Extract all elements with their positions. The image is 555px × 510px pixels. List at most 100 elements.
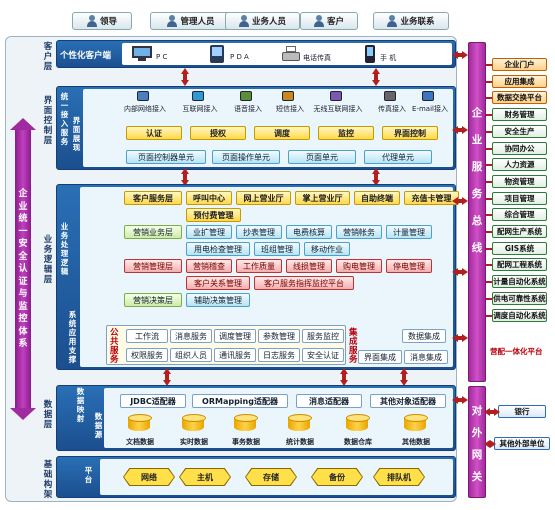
adapter-jdbc[interactable]: JDBC适配器 — [120, 394, 186, 408]
monitor-icon[interactable] — [132, 46, 152, 62]
logic-extra-item[interactable]: 客户关系管理 — [186, 276, 250, 290]
control-dispatch[interactable]: 调度 — [254, 126, 310, 140]
right-system-item[interactable]: 项目管理 — [492, 191, 547, 205]
right-system-item[interactable]: 人力资源 — [492, 158, 547, 172]
logic-layer-0[interactable]: 客户服务层 — [124, 191, 182, 205]
public-service-item[interactable]: 安全认证 — [302, 348, 344, 362]
logic-item[interactable]: 电费核算 — [286, 225, 332, 239]
external-bank[interactable]: 银行 — [498, 405, 546, 418]
external-other-unit[interactable]: 其他外部单位 — [494, 437, 550, 450]
public-service-item[interactable]: 消息服务 — [170, 329, 212, 343]
right-system-item[interactable]: 计量自动化系统 — [492, 275, 547, 289]
right-system-item[interactable]: 应用集成 — [492, 74, 547, 88]
infra-item[interactable]: 主机 — [180, 469, 230, 485]
unit-page-controller[interactable]: 页面控制器单元 — [126, 150, 206, 164]
infra-item[interactable]: 排队机 — [374, 469, 424, 485]
public-service-item[interactable]: 工作流 — [126, 329, 168, 343]
logic-item[interactable]: 充值卡管理 — [404, 191, 459, 205]
right-system-item[interactable]: 财务管理 — [492, 108, 547, 122]
arrow-data-bus — [452, 396, 468, 404]
role-leader[interactable]: 领导 — [72, 12, 132, 30]
logic-layer-1[interactable]: 营销业务层 — [124, 225, 182, 239]
channel-icon[interactable] — [192, 91, 204, 101]
right-system-item[interactable]: 企业门户 — [492, 58, 547, 71]
logic-item[interactable]: 自助终端 — [354, 191, 400, 205]
phone-icon[interactable] — [365, 45, 375, 63]
fax-icon[interactable] — [282, 46, 300, 62]
role-manager[interactable]: 管理人员 — [150, 12, 232, 30]
role-staff[interactable]: 业务人员 — [225, 12, 300, 30]
adapter-other[interactable]: 其他对象适配器 — [370, 394, 446, 408]
right-connector — [486, 297, 492, 300]
infra-item[interactable]: 存储 — [246, 469, 296, 485]
logic-extra-item[interactable]: 预付费管理 — [186, 208, 241, 222]
logic-item[interactable]: 计量管理 — [386, 225, 432, 239]
logic-item[interactable]: 停电管理 — [386, 259, 432, 273]
public-service-item[interactable]: 参数管理 — [258, 329, 300, 343]
public-service-item[interactable]: 组织人员 — [170, 348, 212, 362]
channel-icon[interactable] — [422, 91, 434, 101]
unit-proxy[interactable]: 代理单元 — [364, 150, 432, 164]
control-monitor[interactable]: 监控 — [318, 126, 374, 140]
logic-extra-item[interactable]: 客户服务指挥监控平台 — [254, 276, 354, 290]
integration-data[interactable]: 数据集成 — [402, 329, 446, 343]
unit-page[interactable]: 页面单元 — [288, 150, 356, 164]
logic-item[interactable]: 业扩管理 — [186, 225, 232, 239]
logic-item[interactable]: 购电管理 — [336, 259, 382, 273]
infra-item[interactable]: 备份 — [312, 469, 362, 485]
public-service-item[interactable]: 服务监控 — [302, 329, 344, 343]
logic-item[interactable]: 营销稽查 — [186, 259, 232, 273]
right-system-item[interactable]: GIS系统 — [492, 241, 547, 255]
logic-item[interactable]: 线损管理 — [286, 259, 332, 273]
control-authorize[interactable]: 授权 — [190, 126, 246, 140]
logic-item[interactable]: 掌上营业厅 — [295, 191, 350, 205]
role-customer[interactable]: 客户 — [300, 12, 358, 30]
logic-extra-item[interactable]: 用电检查管理 — [186, 242, 250, 256]
infra-side: 平台 — [84, 466, 93, 484]
public-service-item[interactable]: 调度管理 — [214, 329, 256, 343]
public-services-title: 公共服务 — [110, 328, 119, 365]
channel-icon[interactable] — [384, 91, 396, 101]
control-ui[interactable]: 界面控制 — [382, 126, 438, 140]
right-system-item[interactable]: 数据交换平台 — [492, 91, 547, 105]
arrow-gateway-bank — [484, 408, 500, 416]
right-system-item[interactable]: 物资管理 — [492, 174, 547, 188]
channel-icon[interactable] — [282, 91, 294, 101]
public-service-item[interactable]: 通讯服务 — [214, 348, 256, 362]
public-service-item[interactable]: 权限服务 — [126, 348, 168, 362]
infra-item[interactable]: 网络 — [124, 469, 174, 485]
logic-extra-item[interactable]: 移动作业 — [304, 242, 350, 256]
layer-label-business: 业务逻辑层 — [43, 235, 53, 285]
arrow-client-access-2 — [372, 68, 380, 86]
adapter-message[interactable]: 消息适配器 — [296, 394, 362, 408]
right-system-item[interactable]: 综合管理 — [492, 208, 547, 222]
logic-item[interactable]: 辅助决策管理 — [186, 293, 250, 307]
logic-layer-3[interactable]: 营销决策层 — [124, 293, 182, 307]
role-business-contact[interactable]: 业务联系 — [373, 12, 449, 30]
integration-ui[interactable]: 界面集成 — [358, 350, 402, 364]
logic-item[interactable]: 工作质量 — [236, 259, 282, 273]
right-system-item[interactable]: 配网生产系统 — [492, 225, 547, 238]
pda-icon[interactable] — [208, 45, 226, 63]
logic-item[interactable]: 呼叫中心 — [186, 191, 232, 205]
right-system-item[interactable]: 调度自动化系统 — [492, 308, 547, 322]
integration-message[interactable]: 消息集成 — [404, 350, 448, 364]
public-service-item[interactable]: 日志服务 — [258, 348, 300, 362]
control-auth[interactable]: 认证 — [126, 126, 182, 140]
channel-icon[interactable] — [330, 91, 342, 101]
logic-item[interactable]: 营销帐务 — [336, 225, 382, 239]
right-system-item[interactable]: 协同办公 — [492, 141, 547, 155]
channel-icon[interactable] — [240, 91, 252, 101]
right-system-item[interactable]: 配网工程系统 — [492, 258, 547, 272]
channel-icon[interactable] — [137, 91, 149, 101]
logic-item[interactable]: 网上营业厅 — [236, 191, 291, 205]
unit-page-operation[interactable]: 页面操作单元 — [212, 150, 280, 164]
logic-layer-2[interactable]: 营销管理层 — [124, 259, 182, 273]
right-connector — [486, 64, 492, 66]
logic-extra-item[interactable]: 班组管理 — [254, 242, 300, 256]
adapter-ormapping[interactable]: ORMapping适配器 — [192, 394, 288, 408]
right-system-item[interactable]: 供电可靠性系统 — [492, 291, 547, 305]
right-system-item[interactable]: 安全生产 — [492, 124, 547, 138]
logic-item[interactable]: 抄表管理 — [236, 225, 282, 239]
service-bus[interactable] — [468, 42, 486, 382]
